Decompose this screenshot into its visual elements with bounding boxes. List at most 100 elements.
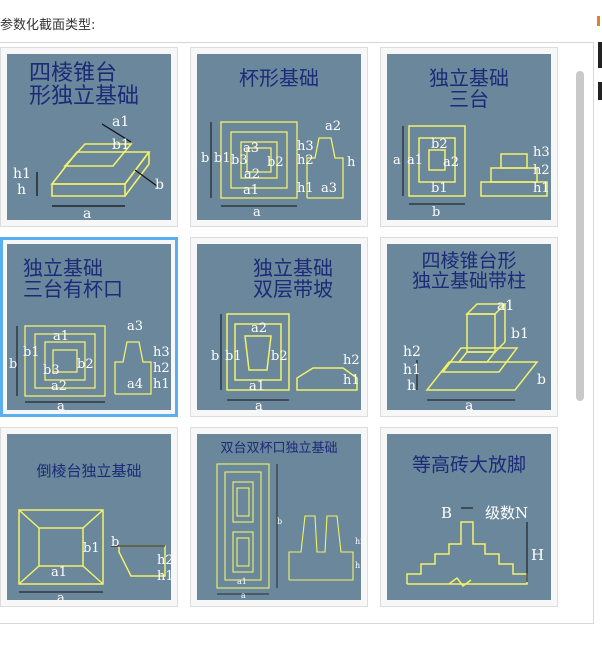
panel-header: 参数化截面类型:	[0, 0, 602, 40]
svg-text:b: b	[201, 151, 209, 166]
svg-text:a1: a1	[249, 379, 265, 394]
svg-text:级数N: 级数N	[485, 504, 528, 522]
svg-text:b: b	[211, 349, 219, 364]
scrollbar-thumb[interactable]	[576, 71, 584, 401]
svg-text:h1: h1	[343, 373, 360, 388]
double-cup-foundation-drawing: a1 a b h2 h1	[216, 463, 361, 600]
svg-text:b2: b2	[431, 137, 448, 152]
item-title: 独立基础三台有杯口	[23, 256, 123, 301]
svg-text:a2: a2	[443, 155, 459, 170]
svg-text:h2: h2	[157, 553, 171, 568]
window-edge	[598, 82, 602, 100]
section-type-item[interactable]: 双台双杯口独立基础 a1 a b	[190, 427, 368, 607]
svg-text:a1: a1	[112, 114, 129, 130]
svg-text:a4: a4	[127, 377, 143, 392]
svg-text:h: h	[347, 155, 356, 170]
section-thumbnail: 独立基础三台 a a1 b2 a2 b1	[387, 54, 551, 220]
svg-text:a: a	[57, 591, 65, 600]
section-thumbnail: 杯形基础 b b1 b3 b2	[197, 54, 361, 220]
section-thumbnail: 四棱锥台形独立基础 a1 b1	[7, 54, 171, 220]
svg-text:h2: h2	[355, 537, 361, 546]
svg-text:a1: a1	[407, 153, 423, 168]
item-title: 四棱锥台形独立基础带柱	[411, 250, 526, 292]
svg-text:h1: h1	[157, 569, 171, 584]
svg-text:B: B	[441, 504, 452, 522]
section-type-item[interactable]: 四棱锥台形独立基础带柱 a1 b1	[380, 237, 558, 417]
svg-text:h: h	[17, 182, 26, 198]
svg-text:h: h	[407, 378, 416, 394]
svg-text:b: b	[9, 357, 17, 372]
svg-text:a2: a2	[251, 321, 267, 336]
svg-text:b1: b1	[112, 137, 130, 153]
svg-text:a: a	[241, 591, 246, 600]
svg-text:h2: h2	[297, 153, 314, 168]
svg-text:b: b	[277, 517, 282, 526]
svg-text:b2: b2	[267, 155, 284, 170]
svg-text:b1: b1	[225, 349, 242, 364]
svg-text:b1: b1	[83, 541, 100, 556]
svg-text:h1: h1	[297, 181, 314, 196]
cup-foundation-drawing: b b1 b3 b2 a3 a2 a1 a h3 h2 h1 h a2 a3	[201, 119, 356, 220]
item-title: 独立基础三台	[429, 66, 509, 111]
svg-text:a3: a3	[127, 319, 143, 334]
svg-text:h3: h3	[533, 145, 550, 160]
section-type-panel: 四棱锥台形独立基础 a1 b1	[0, 42, 594, 624]
svg-text:a: a	[255, 399, 263, 410]
truncated-pyramid-drawing: a1 b1 h1 h b a	[13, 114, 164, 220]
item-title: 等高砖大放脚	[411, 454, 526, 476]
pyramid-foundation-with-column-drawing: a1 b1 h2 h1 h b a	[403, 298, 546, 410]
svg-text:b3: b3	[43, 363, 60, 378]
svg-text:h1: h1	[13, 166, 31, 182]
svg-text:b3: b3	[231, 153, 248, 168]
section-type-item[interactable]: 杯形基础 b b1 b3 b2	[190, 47, 368, 227]
svg-text:h2: h2	[153, 361, 170, 376]
svg-text:b: b	[111, 535, 119, 550]
svg-text:a: a	[253, 205, 261, 220]
svg-text:a2: a2	[244, 167, 260, 182]
item-title: 杯形基础	[239, 66, 319, 90]
section-type-item-selected[interactable]: 独立基础三台有杯口 a1 a3 b1 b3	[0, 237, 178, 417]
svg-text:b2: b2	[271, 349, 288, 364]
svg-text:h3: h3	[153, 345, 170, 360]
svg-text:a2: a2	[51, 379, 67, 394]
brick-footing-drawing: B 级数N H	[406, 504, 544, 588]
svg-text:h2: h2	[343, 353, 360, 368]
vertical-scrollbar[interactable]	[573, 61, 587, 623]
section-thumbnail: 独立基础三台有杯口 a1 a3 b1 b3	[7, 244, 171, 410]
section-thumbnail: 独立基础双层带坡 a2 b b1 b2	[197, 244, 361, 410]
svg-text:b1: b1	[214, 151, 231, 166]
svg-text:a1: a1	[53, 329, 69, 344]
side-marker	[597, 16, 600, 26]
section-type-item[interactable]: 倒棱台独立基础 b1 a1 a	[0, 427, 178, 607]
svg-text:b2: b2	[77, 357, 94, 372]
section-type-item[interactable]: 等高砖大放脚 B 级数N H	[380, 427, 558, 607]
item-title: 四棱锥台形独立基础	[29, 61, 140, 110]
svg-text:b: b	[432, 205, 440, 220]
three-step-cup-foundation-drawing: a1 a3 b1 b3 b2 a2 a a4 h3 h2 h1 b	[9, 319, 170, 410]
svg-text:a: a	[393, 153, 401, 168]
svg-text:b: b	[155, 177, 164, 193]
svg-text:a1: a1	[237, 577, 247, 586]
svg-text:a2: a2	[325, 119, 341, 134]
item-title: 独立基础双层带坡	[253, 256, 333, 301]
svg-text:a: a	[465, 398, 473, 410]
item-title: 倒棱台独立基础	[36, 462, 142, 480]
svg-text:a3: a3	[243, 141, 259, 156]
svg-text:h1: h1	[533, 181, 550, 196]
svg-text:b1: b1	[511, 326, 529, 342]
section-thumbnail: 等高砖大放脚 B 级数N H	[387, 434, 551, 600]
svg-text:b1: b1	[23, 345, 40, 360]
svg-text:b: b	[537, 372, 546, 388]
item-title: 双台双杯口独立基础	[220, 441, 338, 456]
svg-text:a1: a1	[497, 298, 514, 314]
svg-text:h2: h2	[403, 344, 421, 360]
section-type-item[interactable]: 四棱锥台形独立基础 a1 b1	[0, 47, 178, 227]
svg-text:a: a	[83, 206, 91, 220]
section-type-item[interactable]: 独立基础三台 a a1 b2 a2 b1	[380, 47, 558, 227]
svg-text:a1: a1	[51, 565, 67, 580]
svg-text:a1: a1	[243, 183, 259, 198]
section-type-item[interactable]: 独立基础双层带坡 a2 b b1 b2	[190, 237, 368, 417]
svg-text:h3: h3	[297, 139, 314, 154]
section-title: 参数化截面类型:	[0, 18, 96, 33]
section-thumbnail: 倒棱台独立基础 b1 a1 a	[7, 434, 171, 600]
